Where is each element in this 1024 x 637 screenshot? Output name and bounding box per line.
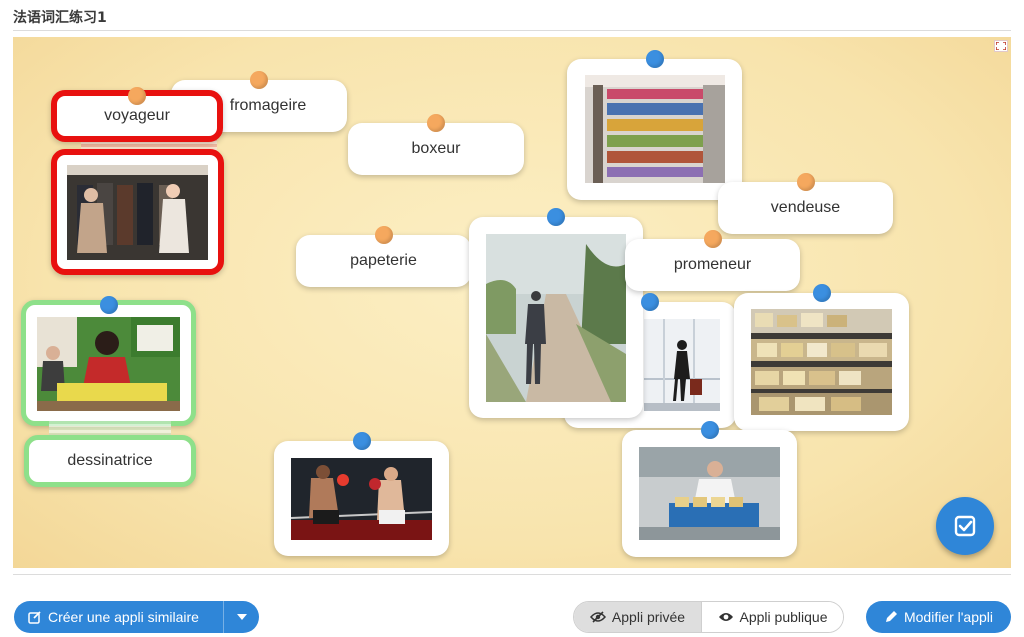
pin-icon <box>374 226 393 244</box>
cheese-shop-card[interactable] <box>734 284 909 431</box>
public-app-label: Appli publique <box>739 609 828 625</box>
cheese-shop-photo <box>751 309 892 415</box>
private-app-button[interactable]: Appli privée <box>574 602 702 632</box>
word-label: dessinatrice <box>67 452 153 469</box>
check-answers-button[interactable] <box>936 497 994 555</box>
pin-icon <box>427 114 445 132</box>
word-label: fromageire <box>229 97 307 114</box>
pin-icon <box>99 296 118 314</box>
boxing-match-photo <box>291 458 432 540</box>
modify-app-button[interactable]: Modifier l'appli <box>866 601 1011 633</box>
clothing-shop-card[interactable] <box>51 149 224 275</box>
pin-icon <box>645 50 664 68</box>
eye-icon <box>718 611 734 623</box>
pencil-icon <box>884 610 898 624</box>
artist-drawing-card[interactable] <box>21 296 196 426</box>
pin-icon <box>547 208 565 226</box>
stationery-shelves-photo <box>585 75 725 183</box>
create-similar-app-button[interactable]: Créer une appli similaire <box>14 601 259 633</box>
word-card-promeneur[interactable]: promeneur <box>625 230 800 291</box>
modify-app-label: Modifier l'appli <box>903 609 994 625</box>
pin-icon <box>352 432 371 450</box>
airport-traveler-photo <box>644 319 720 411</box>
private-app-label: Appli privée <box>611 609 686 625</box>
title-divider <box>13 30 1011 31</box>
page-title: 法语词汇练习1 <box>13 10 107 26</box>
word-label: boxeur <box>411 140 461 157</box>
caret-down-icon[interactable] <box>224 601 259 633</box>
eye-slash-icon <box>589 611 606 623</box>
word-card-papeterie[interactable]: papeterie <box>296 226 471 287</box>
pin-icon <box>641 293 659 311</box>
word-card-voyageur[interactable]: voyageur <box>51 87 223 142</box>
cheese-maker-card[interactable] <box>622 421 797 557</box>
create-similar-app-main[interactable]: Créer une appli similaire <box>14 601 224 633</box>
artist-drawing-photo <box>37 317 180 411</box>
edit-icon <box>28 610 42 624</box>
word-label: vendeuse <box>770 199 841 216</box>
check-icon <box>954 515 976 537</box>
create-similar-app-label: Créer une appli similaire <box>48 609 199 625</box>
stationery-shelves-card[interactable] <box>567 50 742 200</box>
word-label: papeterie <box>350 252 417 269</box>
boxing-match-card[interactable] <box>274 432 449 556</box>
walking-man-card[interactable] <box>469 208 643 418</box>
footer-divider <box>13 574 1011 575</box>
word-label: promeneur <box>673 256 752 273</box>
pin-icon <box>796 173 815 191</box>
pin-icon <box>701 421 719 439</box>
pin-icon <box>703 230 722 248</box>
pin-icon <box>128 87 146 105</box>
word-card-boxeur[interactable]: boxeur <box>348 114 524 175</box>
pin-icon <box>812 284 831 302</box>
cheese-maker-photo <box>639 447 780 540</box>
word-label: voyageur <box>104 107 170 124</box>
word-card-vendeuse[interactable]: vendeuse <box>718 173 893 234</box>
word-card-dessinatrice[interactable]: dessinatrice <box>24 435 196 487</box>
visibility-toggle: Appli privée Appli publique <box>573 601 844 633</box>
clothing-shop-photo <box>67 165 208 260</box>
pin-icon <box>250 71 268 89</box>
expand-icon[interactable] <box>994 40 1008 52</box>
public-app-button[interactable]: Appli publique <box>702 602 843 632</box>
walking-man-painting <box>486 234 626 402</box>
learning-app-board: fromageire boxeur vendeuse <box>13 37 1011 568</box>
